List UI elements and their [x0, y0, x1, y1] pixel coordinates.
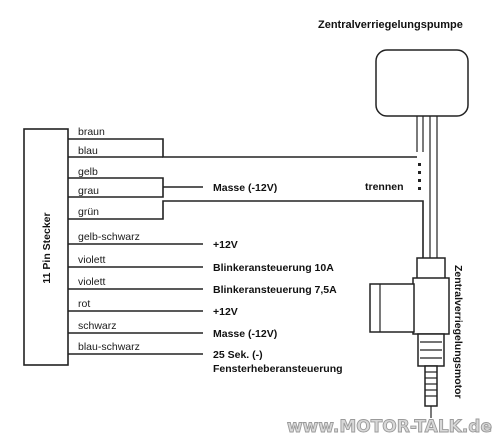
wire-labels: braun blau gelb grau grün gelb-schwarz v…	[78, 126, 140, 353]
wire-label-gelb-schwarz: gelb-schwarz	[78, 231, 140, 243]
separate-label: trennen	[365, 181, 404, 193]
label-masse-bottom: Masse (-12V)	[213, 328, 277, 340]
wires	[68, 138, 424, 355]
connector-block	[23, 128, 69, 366]
wire-label-violett-2: violett	[78, 276, 106, 288]
label-blinker-10a: Blinkeransteuerung 10A	[213, 262, 334, 274]
wire-label-grau: grau	[78, 185, 99, 197]
wire-label-gelb: gelb	[78, 166, 98, 178]
pump-title: Zentralverriegelungspumpe	[318, 19, 463, 31]
motor-body	[369, 257, 450, 418]
pump-hose	[416, 116, 438, 258]
connector-label: 11 Pin Stecker	[41, 212, 53, 283]
label-fensterheber: Fensterheberansteuerung	[213, 363, 343, 375]
motor-title: Zentralverriegelungsmotor	[452, 265, 464, 399]
wire-label-schwarz: schwarz	[78, 320, 117, 332]
label-plus12-a: +12V	[213, 239, 238, 251]
label-25-sek: 25 Sek. (-)	[213, 349, 263, 361]
wire-label-braun: braun	[78, 126, 105, 138]
wire-label-blau-schwarz: blau-schwarz	[78, 341, 140, 353]
label-blinker-7-5a: Blinkeransteuerung 7,5A	[213, 284, 337, 296]
function-labels: Masse (-12V) +12V Blinkeransteuerung 10A…	[213, 182, 343, 375]
wire-label-gruen: grün	[78, 206, 99, 218]
pump-body	[375, 49, 469, 117]
label-masse-top: Masse (-12V)	[213, 182, 277, 194]
wire-label-rot: rot	[78, 298, 90, 310]
separate-marker	[418, 163, 421, 190]
watermark: www.MOTOR-TALK.de	[287, 417, 492, 437]
label-plus12-b: +12V	[213, 306, 238, 318]
wire-label-blau: blau	[78, 145, 98, 157]
wire-label-violett-1: violett	[78, 254, 106, 266]
